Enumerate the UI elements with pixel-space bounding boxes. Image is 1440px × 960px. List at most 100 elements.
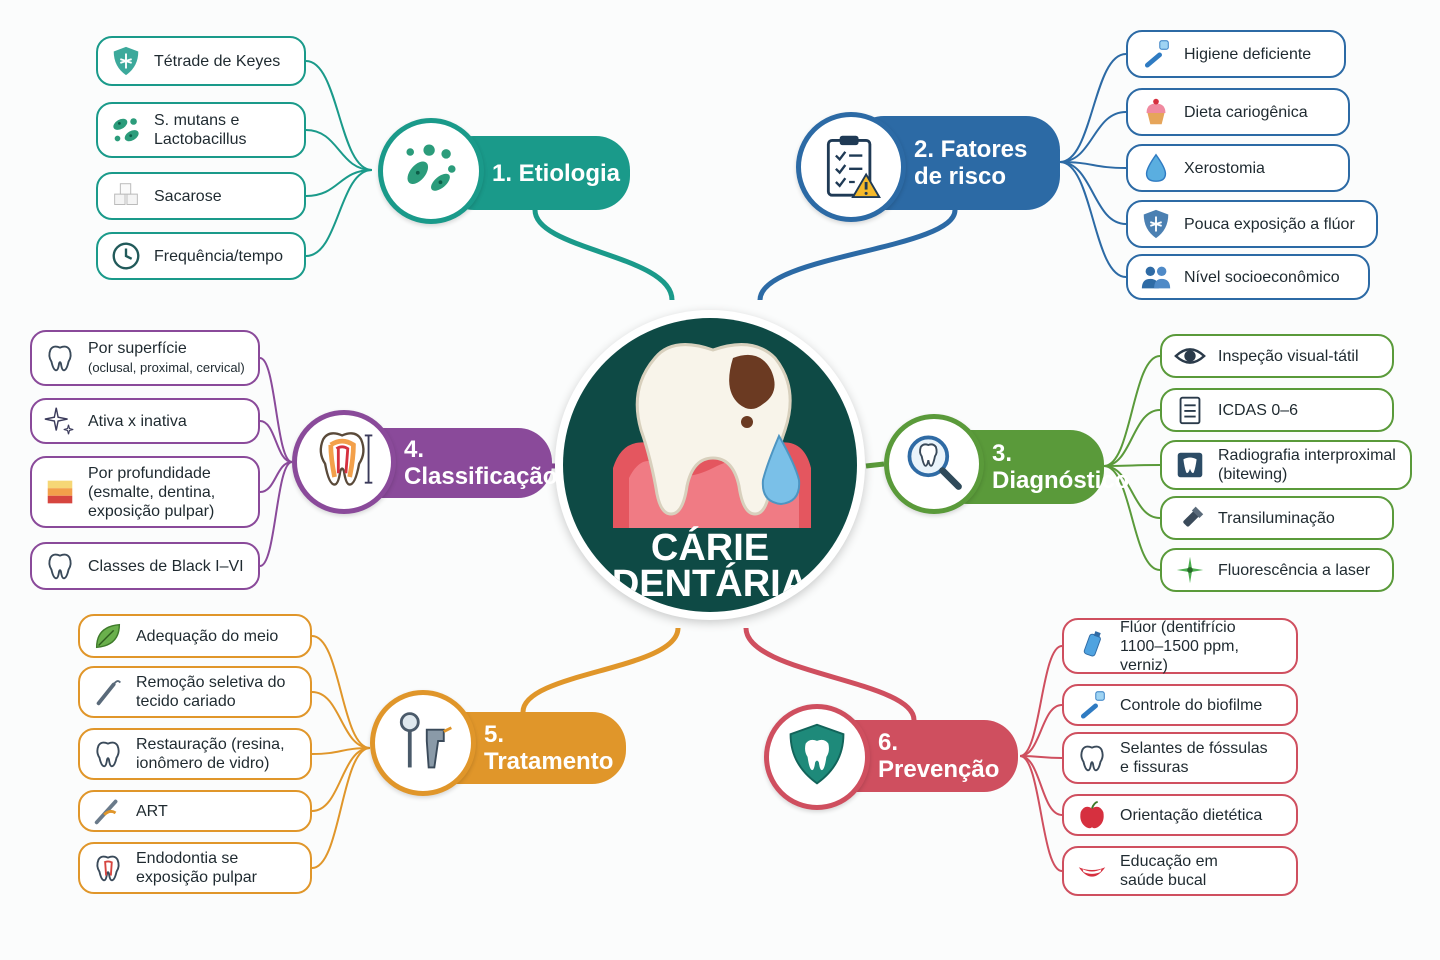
water-drop-icon bbox=[1138, 150, 1174, 186]
tooth-icon bbox=[1074, 740, 1110, 776]
connector-fatores-4 bbox=[1059, 161, 1127, 278]
fatores-leaf-item: Xerostomia bbox=[1126, 144, 1350, 192]
branch-prevencao-icon-ring bbox=[764, 704, 870, 810]
trunk-line-fatores bbox=[757, 209, 958, 301]
connector-diagnostico-1 bbox=[1103, 409, 1161, 467]
connector-etiologia-3 bbox=[305, 169, 373, 257]
laser-icon bbox=[1172, 552, 1208, 588]
tratamento-leaf-item: ART bbox=[78, 790, 312, 832]
connector-tratamento-3 bbox=[311, 747, 371, 812]
toothbrush-icon bbox=[1074, 687, 1110, 723]
leaf-text: Transiluminação bbox=[1218, 509, 1335, 527]
branch-fatores-icon-ring bbox=[796, 112, 906, 222]
tratamento-leaf-item: Restauração (resina, ionômero de vidro) bbox=[78, 728, 312, 780]
leaf-text: Xerostomia bbox=[1184, 159, 1265, 177]
connector-classificacao-3 bbox=[259, 461, 293, 567]
leaf-text: Endodontia se exposição pulpar bbox=[136, 850, 257, 886]
etiologia-leaf-item: S. mutans e Lactobacillus bbox=[96, 102, 306, 158]
branch-classificacao-icon-ring bbox=[292, 410, 396, 514]
connector-diagnostico-3 bbox=[1103, 465, 1161, 519]
diagnostico-leaf-item: Radiografia interproximal (bitewing) bbox=[1160, 440, 1412, 490]
clipboard-warning-icon bbox=[817, 131, 885, 204]
leaf-text: Dieta cariogênica bbox=[1184, 103, 1308, 121]
fatores-leaf-item: Pouca exposição a flúor bbox=[1126, 200, 1378, 248]
central-node: CÁRIE DENTÁRIA bbox=[555, 310, 865, 620]
tratamento-leaf-item: Remoção seletiva do tecido cariado bbox=[78, 666, 312, 718]
leaf-text: Flúor (dentifrício 1100–1500 ppm, verniz… bbox=[1120, 618, 1239, 674]
leaf-text: Classes de Black I–VI bbox=[88, 557, 244, 575]
etiologia-leaf-item: Frequência/tempo bbox=[96, 232, 306, 280]
connector-etiologia-1 bbox=[305, 129, 373, 171]
leaf-text: Selantes de fóssulas e fissuras bbox=[1120, 740, 1268, 776]
leaf-text: Sacarose bbox=[154, 187, 222, 205]
leaf-text: Restauração (resina, ionômero de vidro) bbox=[136, 736, 285, 772]
checklist-icon bbox=[1172, 392, 1208, 428]
tooth-icon bbox=[42, 548, 78, 584]
probe-icon bbox=[90, 674, 126, 710]
connector-classificacao-0 bbox=[259, 357, 293, 463]
leaf-text: Radiografia interproximal (bitewing) bbox=[1218, 447, 1396, 483]
leaf-text: Pouca exposição a flúor bbox=[1184, 215, 1355, 233]
leaf-text: Por superfície bbox=[88, 340, 187, 357]
eye-icon bbox=[1172, 338, 1208, 374]
tooth-section-icon bbox=[310, 426, 378, 499]
prevencao-leaf-item: Selantes de fóssulas e fissuras bbox=[1062, 732, 1298, 784]
central-title: CÁRIE DENTÁRIA bbox=[611, 527, 809, 605]
leaf-text: ART bbox=[136, 802, 168, 820]
branch-tratamento-icon-ring bbox=[370, 690, 476, 796]
magnifier-tooth-icon bbox=[900, 428, 968, 501]
connector-diagnostico-4 bbox=[1103, 465, 1161, 571]
classificacao-leaf-item: Por profundidade (esmalte, dentina, expo… bbox=[30, 456, 260, 528]
connector-prevencao-0 bbox=[1019, 645, 1063, 757]
leaf-text: Por profundidade (esmalte, dentina, expo… bbox=[88, 464, 216, 520]
connector-etiologia-2 bbox=[305, 169, 373, 197]
smile-icon bbox=[1074, 853, 1110, 889]
tooth-icon bbox=[42, 340, 78, 376]
leaf-text: Nível socioeconômico bbox=[1184, 268, 1340, 286]
dental-tools-icon bbox=[389, 707, 457, 780]
connector-tratamento-0 bbox=[311, 635, 371, 749]
layers-icon bbox=[42, 474, 78, 510]
clock-icon bbox=[108, 238, 144, 274]
connector-etiologia-0 bbox=[305, 60, 373, 171]
leaf-text: Higiene deficiente bbox=[1184, 45, 1312, 63]
fatores-leaf-item: Higiene deficiente bbox=[1126, 30, 1346, 78]
shield-icon bbox=[1138, 206, 1174, 242]
leaf-text: S. mutans e Lactobacillus bbox=[154, 112, 247, 148]
trunk-line-diagnostico bbox=[865, 461, 885, 469]
leaf-text: Inspeção visual-tátil bbox=[1218, 347, 1359, 365]
tooth-icon bbox=[90, 736, 126, 772]
diagnostico-leaf-item: ICDAS 0–6 bbox=[1160, 388, 1394, 432]
apple-icon bbox=[1074, 797, 1110, 833]
leaf-icon bbox=[90, 618, 126, 654]
bacteria-icon bbox=[108, 112, 144, 148]
connector-fatores-2 bbox=[1059, 161, 1127, 169]
carious-tooth-icon bbox=[613, 343, 811, 528]
sugar-cubes-icon bbox=[108, 178, 144, 214]
central-node-disc: CÁRIE DENTÁRIA bbox=[563, 318, 857, 612]
diagnostico-leaf-item: Fluorescência a laser bbox=[1160, 548, 1394, 592]
leaf-text: Educação em saúde bucal bbox=[1120, 853, 1218, 889]
branch-etiologia-icon-ring bbox=[378, 118, 484, 224]
branch-diagnostico-icon-ring bbox=[884, 414, 984, 514]
leaf-text: Adequação do meio bbox=[136, 627, 279, 645]
leaf-text: Remoção seletiva do tecido cariado bbox=[136, 674, 286, 710]
cupcake-icon bbox=[1138, 94, 1174, 130]
prevencao-leaf-item: Flúor (dentifrício 1100–1500 ppm, verniz… bbox=[1062, 618, 1298, 674]
connector-classificacao-1 bbox=[259, 420, 293, 463]
prevencao-leaf-item: Orientação dietética bbox=[1062, 794, 1298, 836]
connector-tratamento-4 bbox=[311, 747, 371, 869]
etiologia-leaf-item: Sacarose bbox=[96, 172, 306, 220]
connector-fatores-3 bbox=[1059, 161, 1127, 225]
connector-fatores-1 bbox=[1059, 111, 1127, 163]
diagnostico-leaf-item: Transiluminação bbox=[1160, 496, 1394, 540]
connector-fatores-0 bbox=[1059, 53, 1127, 163]
connector-prevencao-4 bbox=[1019, 755, 1063, 872]
tooth-root-icon bbox=[90, 850, 126, 886]
connector-tratamento-1 bbox=[311, 691, 371, 749]
trunk-line-prevencao bbox=[743, 627, 917, 721]
connector-prevencao-1 bbox=[1019, 704, 1063, 757]
connector-diagnostico-0 bbox=[1103, 355, 1161, 467]
xray-icon bbox=[1172, 447, 1208, 483]
prevencao-leaf-item: Educação em saúde bucal bbox=[1062, 846, 1298, 896]
